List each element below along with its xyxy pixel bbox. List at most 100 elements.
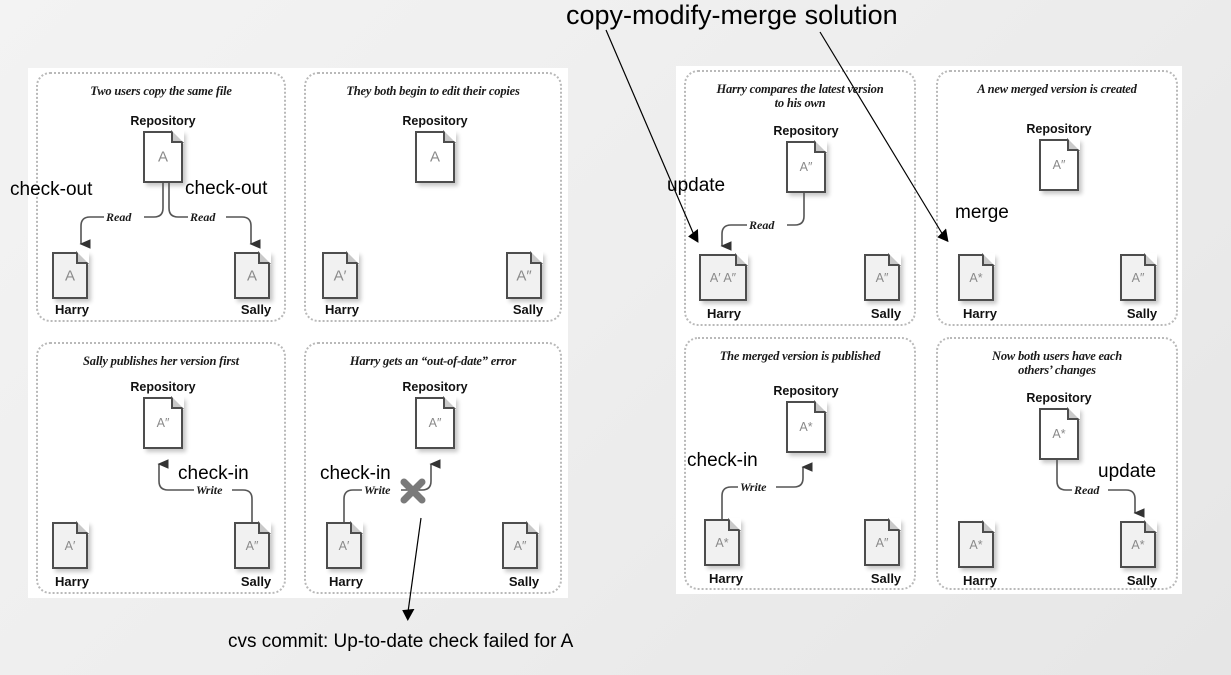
panel-two-users-copy: Two users copy the same file Repository …	[36, 72, 286, 322]
panel-title-line1: Harry compares the latest version	[716, 82, 884, 96]
document-repository: A*	[1039, 407, 1080, 460]
repository-caption: Repository	[402, 114, 468, 128]
document-harry: A′	[322, 251, 359, 299]
document-letter: A″	[428, 415, 442, 430]
document-letter: A′	[338, 538, 350, 553]
panel-harry-compares: Harry compares the latest version to his…	[684, 70, 916, 326]
callout-update-panel5: update	[667, 175, 726, 196]
document-letter: A	[64, 267, 75, 284]
flow-label-write: Write	[738, 480, 769, 495]
user-caption-harry: Harry	[963, 306, 997, 321]
document-letter: A′	[64, 538, 76, 553]
repository-caption: Repository	[773, 124, 839, 138]
panel-title: Sally publishes her version first	[83, 354, 239, 368]
panel-merged-version-published: The merged version is published Reposito…	[684, 337, 916, 590]
document-repository: A″	[143, 396, 184, 449]
repository-caption: Repository	[402, 380, 468, 394]
document-repository: A	[415, 130, 456, 183]
error-message-note: cvs commit: Up-to-date check failed for …	[228, 631, 574, 652]
document-letter: A″	[516, 267, 532, 284]
user-caption-sally: Sally	[1126, 306, 1158, 321]
panel-title: Now both users have each others’ changes	[938, 349, 1176, 377]
panel-title: Harry gets an “out-of-date” error	[349, 354, 517, 368]
document-letter: A′	[333, 267, 347, 284]
panel-title: They both begin to edit their copies	[346, 84, 520, 98]
document-sally: A″	[506, 251, 543, 299]
document-letter: A*	[799, 419, 813, 434]
page-title: copy-modify-merge solution	[566, 0, 898, 30]
document-letter: A′ A″	[709, 270, 737, 285]
document-letter: A*	[1052, 426, 1066, 441]
document-sally: A″	[1120, 253, 1157, 301]
document-harry: A′ A″	[699, 253, 748, 301]
document-harry: A*	[958, 253, 995, 301]
document-harry: A′	[52, 521, 89, 569]
panel-title: Harry compares the latest version to his…	[686, 82, 914, 110]
user-caption-harry: Harry	[55, 574, 89, 589]
callout-check-in-panel4: check-in	[320, 463, 391, 484]
panel-title-line2: others’ changes	[1018, 363, 1096, 377]
document-letter: A	[157, 148, 168, 166]
user-caption-harry: Harry	[709, 571, 743, 586]
document-letter: A″	[1052, 157, 1066, 172]
user-caption-sally: Sally	[870, 571, 902, 586]
repository-caption: Repository	[1026, 122, 1092, 136]
flow-label-read: Read	[104, 210, 134, 225]
document-repository: A″	[415, 396, 456, 449]
panel-both-users-have-changes: Now both users have each others’ changes…	[936, 337, 1178, 590]
document-letter: A″	[875, 270, 889, 285]
document-sally: A″	[864, 518, 901, 566]
user-caption-harry: Harry	[55, 302, 89, 317]
callout-check-out-left: check-out	[10, 179, 93, 200]
callout-check-in-panel3: check-in	[178, 463, 249, 484]
document-sally: A	[234, 251, 271, 299]
user-caption-harry: Harry	[963, 573, 997, 588]
x-mark	[400, 478, 426, 504]
document-sally: A*	[1120, 520, 1157, 568]
flow-label-read: Read	[188, 210, 218, 225]
document-letter: A″	[513, 538, 527, 553]
document-letter: A*	[969, 537, 983, 552]
document-repository: A″	[1039, 138, 1080, 191]
callout-check-in-panel7: check-in	[687, 450, 758, 471]
panel-title: Two users copy the same file	[90, 84, 232, 98]
repository-caption: Repository	[773, 384, 839, 398]
panel-sally-publishes: Sally publishes her version first Reposi…	[36, 342, 286, 594]
user-caption-harry: Harry	[325, 302, 359, 317]
user-caption-sally: Sally	[512, 302, 544, 317]
flow-label-read: Read	[747, 218, 777, 233]
flow-label-write: Write	[362, 483, 393, 498]
flow-label-write: Write	[194, 483, 225, 498]
document-letter: A*	[715, 535, 729, 550]
document-letter: A*	[1131, 537, 1145, 552]
document-sally: A″	[864, 253, 901, 301]
repository-caption: Repository	[130, 114, 196, 128]
document-harry: A′	[326, 521, 363, 569]
user-caption-sally: Sally	[508, 574, 540, 589]
document-letter: A	[246, 267, 257, 284]
document-letter: A″	[156, 415, 170, 430]
document-repository: A″	[786, 140, 827, 193]
user-caption-sally: Sally	[240, 302, 272, 317]
document-letter: A	[429, 148, 440, 166]
repository-caption: Repository	[1026, 391, 1092, 405]
document-sally: A″	[234, 521, 271, 569]
user-caption-sally: Sally	[240, 574, 272, 589]
callout-merge-panel6: merge	[955, 202, 1009, 223]
panel-merged-version-created: A new merged version is created Reposito…	[936, 70, 1178, 326]
document-harry: A*	[704, 518, 741, 566]
user-caption-sally: Sally	[870, 306, 902, 321]
document-letter: A″	[1131, 270, 1145, 285]
document-letter: A″	[799, 159, 813, 174]
panel-title: The merged version is published	[719, 349, 881, 363]
repository-caption: Repository	[130, 380, 196, 394]
document-harry: A*	[958, 520, 995, 568]
document-sally: A″	[502, 521, 539, 569]
user-caption-sally: Sally	[1126, 573, 1158, 588]
user-caption-harry: Harry	[707, 306, 741, 321]
callout-update-panel8: update	[1098, 461, 1157, 482]
document-harry: A	[52, 251, 89, 299]
document-letter: A″	[875, 535, 889, 550]
panel-title: A new merged version is created	[977, 82, 1137, 96]
